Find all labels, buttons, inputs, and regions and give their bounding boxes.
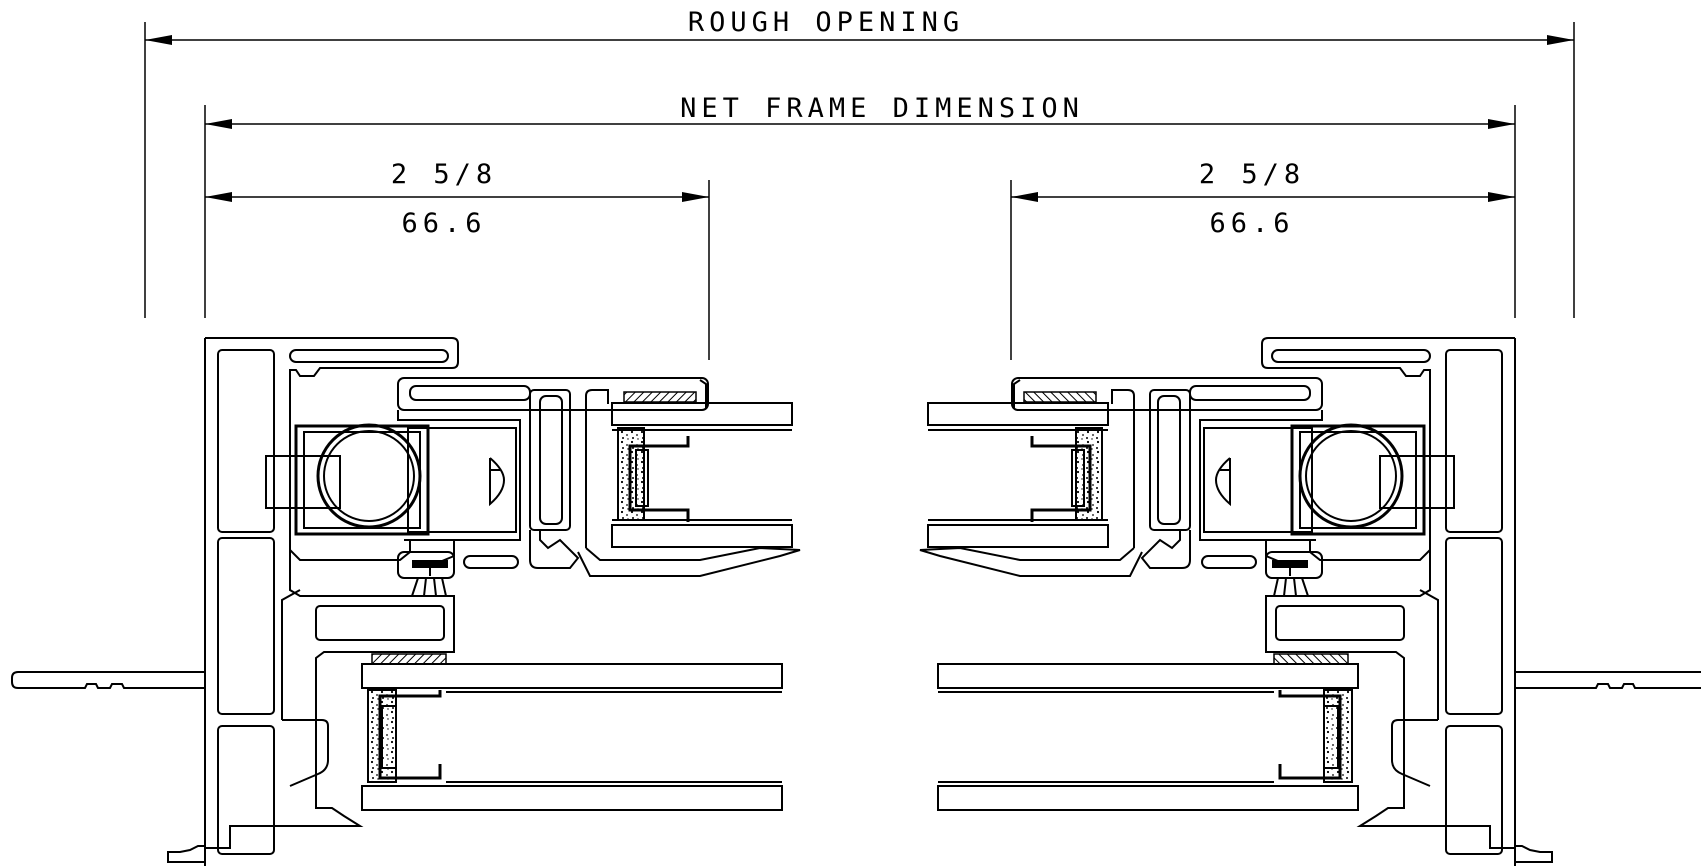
left-dimension-imperial: 2 5/8 bbox=[391, 159, 497, 190]
thermal-break-roller bbox=[265, 423, 517, 536]
lower-glass-unit bbox=[361, 653, 783, 811]
right-dimension-metric: 66.6 bbox=[1209, 208, 1294, 239]
net-frame-label: NET FRAME DIMENSION bbox=[680, 93, 1084, 124]
left-jamb-section bbox=[11, 337, 801, 866]
net-frame-dimension: NET FRAME DIMENSION bbox=[204, 93, 1516, 318]
right-frame-depth-dimension: 2 5/8 66.6 bbox=[1010, 159, 1515, 360]
rough-opening-label: ROUGH OPENING bbox=[688, 7, 964, 38]
weatherstrip-brush bbox=[397, 551, 519, 597]
rough-opening-dimension: ROUGH OPENING bbox=[144, 7, 1575, 318]
left-frame-depth-dimension: 2 5/8 66.6 bbox=[205, 159, 710, 360]
main-frame-extrusion bbox=[167, 337, 459, 866]
right-dimension-imperial: 2 5/8 bbox=[1199, 159, 1305, 190]
nailing-fin bbox=[11, 671, 205, 689]
left-dimension-metric: 66.6 bbox=[401, 208, 486, 239]
upper-glass-unit bbox=[611, 391, 793, 548]
right-jamb-section bbox=[918, 336, 1701, 866]
